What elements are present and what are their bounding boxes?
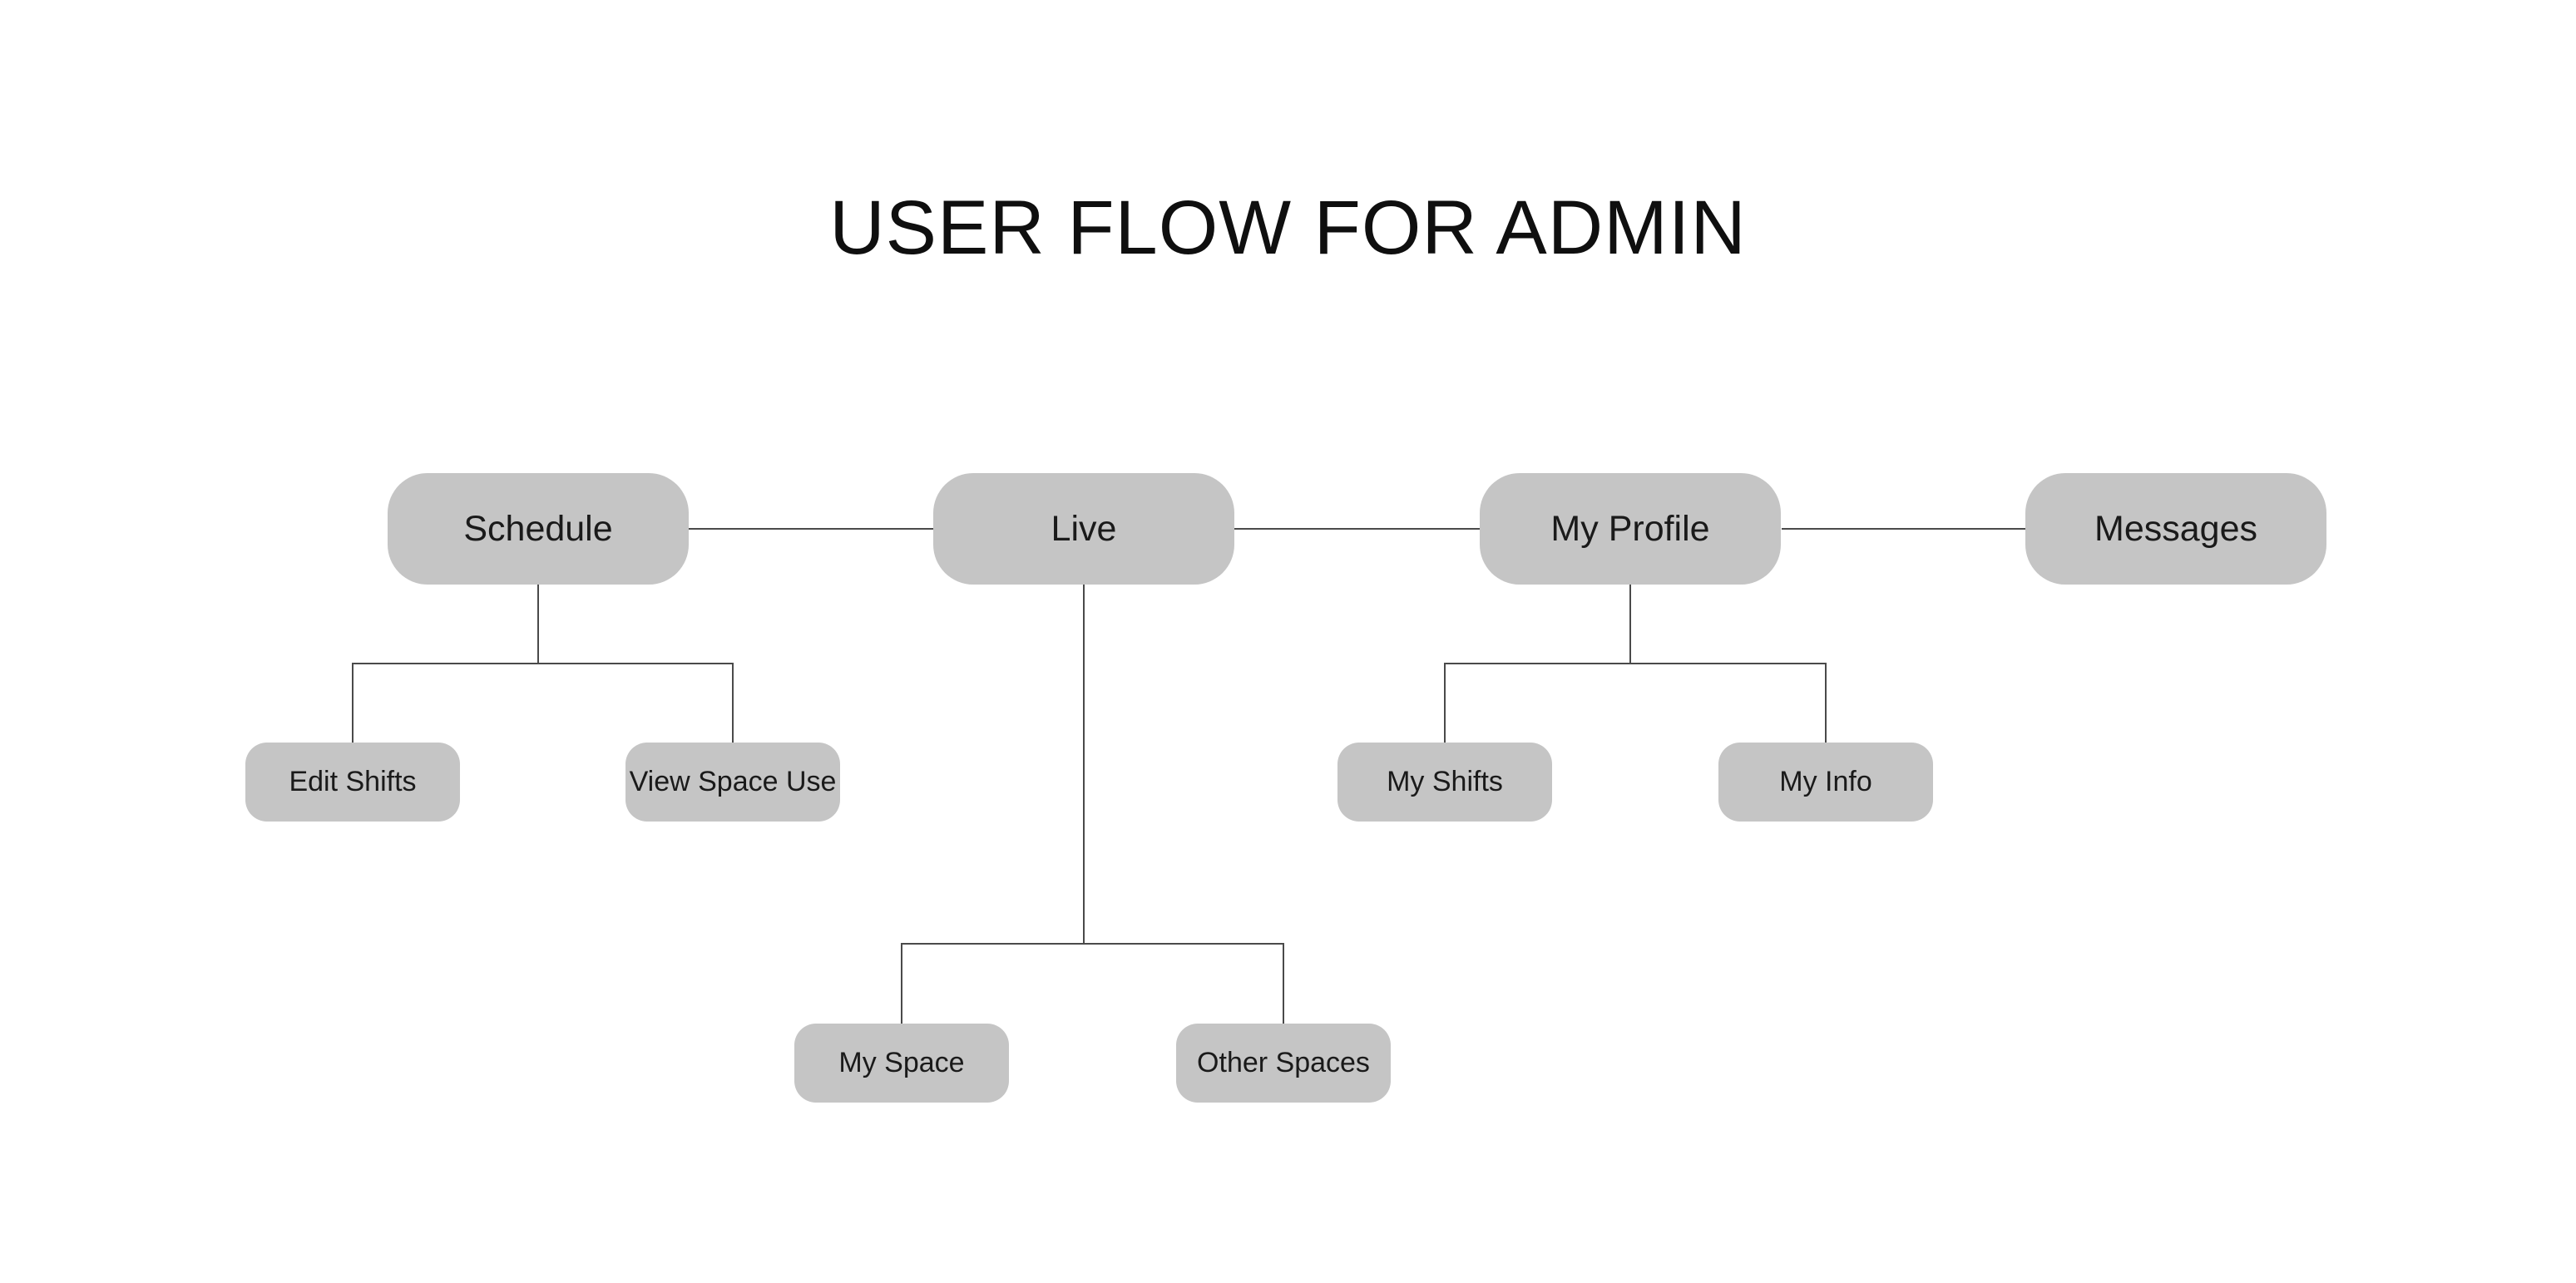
node-my-profile-label: My Profile xyxy=(1550,508,1710,549)
branch-live-drop-other-spaces xyxy=(1283,943,1284,1024)
node-my-info: My Info xyxy=(1718,743,1933,822)
node-messages-label: Messages xyxy=(2094,508,2257,549)
branch-my-profile-drop-my-info xyxy=(1825,663,1827,743)
diagram-title: USER FLOW FOR ADMIN xyxy=(829,185,1747,270)
node-other-spaces: Other Spaces xyxy=(1176,1024,1391,1103)
branch-schedule-drop-view-space-use xyxy=(732,663,734,743)
branch-live-trunk xyxy=(1083,585,1085,944)
branch-schedule-bar xyxy=(352,663,734,664)
branch-my-profile-bar xyxy=(1444,663,1827,664)
node-live: Live xyxy=(933,473,1234,585)
node-live-label: Live xyxy=(1051,508,1117,549)
node-messages: Messages xyxy=(2025,473,2326,585)
node-view-space-use-label: View Space Use xyxy=(629,766,837,797)
node-other-spaces-label: Other Spaces xyxy=(1197,1047,1370,1078)
node-my-shifts-label: My Shifts xyxy=(1387,766,1503,797)
branch-schedule-trunk xyxy=(537,585,539,664)
branch-live-drop-my-space xyxy=(901,943,902,1024)
node-schedule-label: Schedule xyxy=(463,508,613,549)
branch-my-profile-trunk xyxy=(1629,585,1631,664)
branch-my-profile-drop-my-shifts xyxy=(1444,663,1446,743)
connector-live-my-profile xyxy=(1234,528,1480,530)
branch-schedule-drop-edit-shifts xyxy=(352,663,354,743)
node-view-space-use: View Space Use xyxy=(625,743,840,822)
node-my-profile: My Profile xyxy=(1480,473,1781,585)
node-edit-shifts-label: Edit Shifts xyxy=(289,766,417,797)
node-schedule: Schedule xyxy=(388,473,689,585)
branch-live-bar xyxy=(901,943,1284,945)
node-my-shifts: My Shifts xyxy=(1337,743,1552,822)
node-my-space-label: My Space xyxy=(838,1047,965,1078)
connector-schedule-live xyxy=(689,528,933,530)
connector-my-profile-messages xyxy=(1782,528,2025,530)
node-my-info-label: My Info xyxy=(1779,766,1872,797)
node-my-space: My Space xyxy=(794,1024,1009,1103)
node-edit-shifts: Edit Shifts xyxy=(245,743,460,822)
